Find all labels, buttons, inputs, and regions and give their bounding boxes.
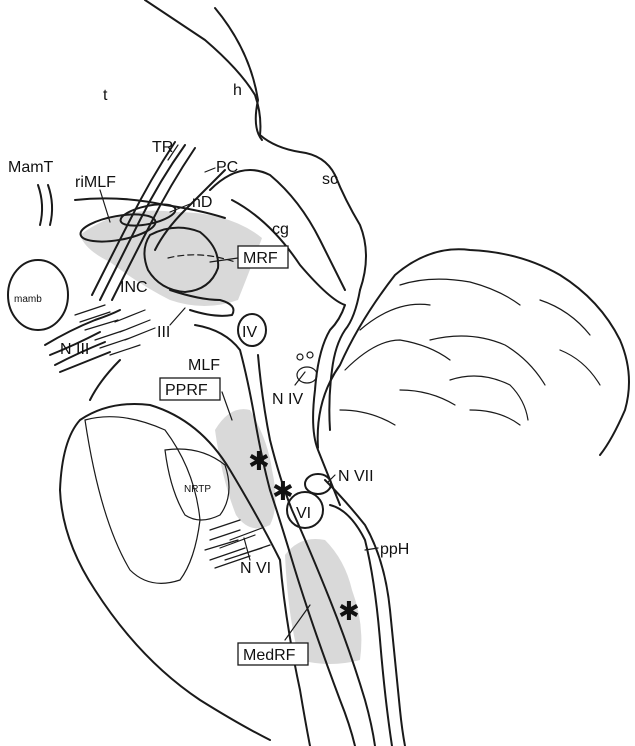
label-ppH: ppH bbox=[380, 541, 409, 558]
label-h: h bbox=[233, 82, 242, 99]
label-mamb: mamb bbox=[14, 294, 42, 305]
label-TR: TR bbox=[152, 139, 173, 156]
label-IV: IV bbox=[242, 324, 257, 341]
NVII-genu bbox=[305, 474, 331, 494]
asterisk-VI: ✱ bbox=[272, 477, 294, 507]
NIV-fibers-1 bbox=[297, 354, 303, 360]
label-NIV: N IV bbox=[272, 391, 303, 408]
label-t: t bbox=[103, 87, 108, 104]
label-NVI: N VI bbox=[240, 560, 271, 577]
label-PPRF: PPRF bbox=[165, 382, 208, 399]
MamT-tract-1 bbox=[38, 185, 42, 225]
label-III: III bbox=[157, 324, 170, 341]
leader-PC bbox=[205, 168, 215, 172]
label-NVII: N VII bbox=[338, 468, 374, 485]
NIV-nerve bbox=[297, 367, 317, 383]
MamT-tract-2 bbox=[48, 185, 52, 225]
label-PC: PC bbox=[216, 159, 238, 176]
label-MLF: MLF bbox=[188, 357, 220, 374]
label-MRF: MRF bbox=[243, 250, 278, 267]
label-NRTP: NRTP bbox=[184, 484, 211, 495]
label-NIII: N III bbox=[60, 341, 89, 358]
cerebellum-outline bbox=[318, 249, 629, 455]
label-INC: INC bbox=[120, 279, 148, 296]
label-VI: VI bbox=[296, 505, 311, 522]
NIV-fibers-2 bbox=[307, 352, 313, 358]
label-nD: nD bbox=[192, 194, 212, 211]
leader-riMLF bbox=[100, 190, 110, 222]
label-sc: sc bbox=[322, 171, 338, 188]
label-cg: cg bbox=[272, 221, 289, 238]
cerebellum-folia bbox=[340, 279, 600, 425]
label-MamT: MamT bbox=[8, 159, 54, 176]
medulla-anterior-outline bbox=[60, 404, 310, 746]
pontine-nuclei bbox=[85, 417, 200, 584]
leader-III bbox=[170, 308, 185, 325]
asterisk-PPRF: ✱ bbox=[248, 447, 270, 477]
label-riMLF: riMLF bbox=[75, 174, 116, 191]
asterisk-MedRF: ✱ bbox=[338, 597, 360, 627]
label-MedRF: MedRF bbox=[243, 647, 296, 664]
